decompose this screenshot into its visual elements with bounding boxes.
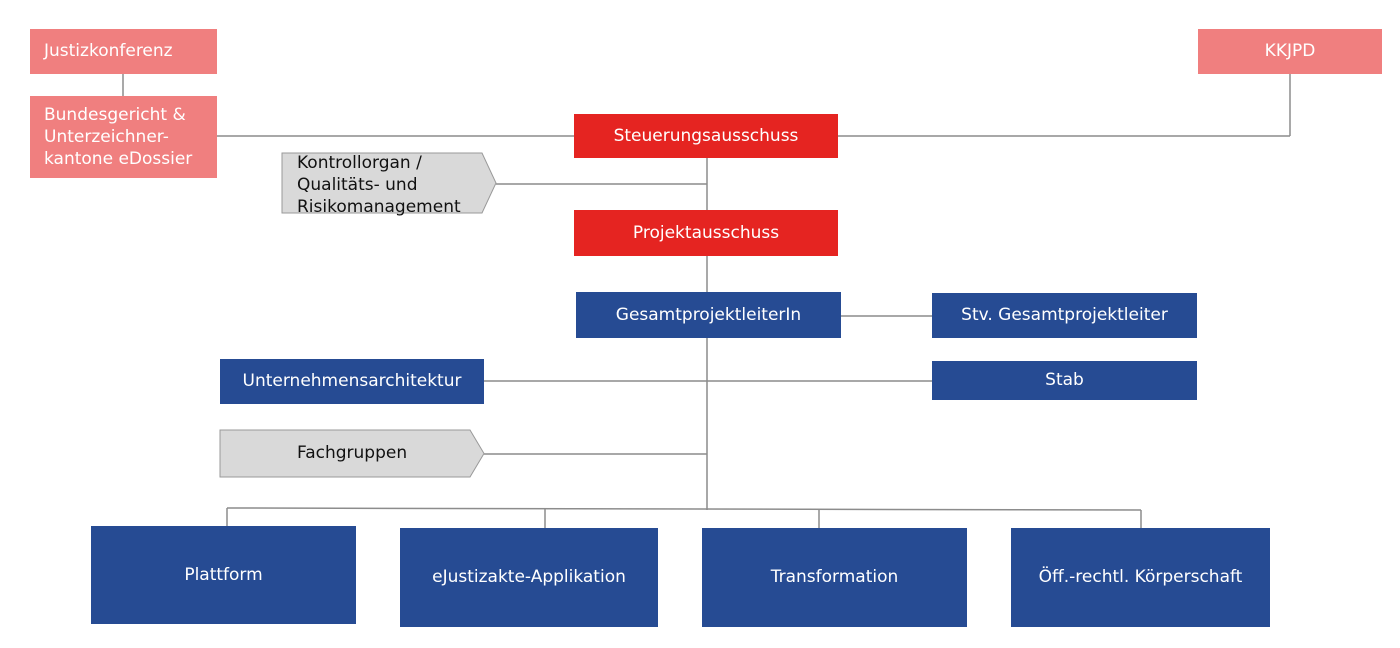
- bundesgericht-label: Bundesgericht & Unterzeichner- kantone e…: [44, 104, 193, 170]
- kontrollorgan-label: Kontrollorgan / Qualitäts- und Risikoman…: [297, 153, 461, 218]
- gesamtprojektleiterin-label: GesamtprojektleiterIn: [615, 304, 802, 325]
- transformation-box: Transformation: [702, 528, 967, 627]
- justizkonferenz-label: Justizkonferenz: [44, 41, 173, 62]
- kontrollorgan-shape: Kontrollorgan / Qualitäts- und Risikoman…: [281, 152, 497, 217]
- stab-label: Stab: [1045, 370, 1084, 391]
- projektausschuss-box: Projektausschuss: [574, 210, 838, 256]
- kkjpd-box: KKJPD: [1198, 29, 1382, 74]
- ejustizakte-label: eJustizakte-Applikation: [432, 567, 626, 588]
- plattform-box: Plattform: [91, 526, 356, 624]
- transformation-label: Transformation: [770, 567, 899, 588]
- ejustizakte-box: eJustizakte-Applikation: [400, 528, 658, 627]
- koerperschaft-box: Öff.-rechtl. Körperschaft: [1011, 528, 1270, 627]
- kkjpd-label: KKJPD: [1264, 41, 1316, 62]
- stv-gesamtprojektleiter-label: Stv. Gesamtprojektleiter: [961, 305, 1168, 326]
- projektausschuss-label: Projektausschuss: [632, 222, 780, 243]
- fachgruppen-label: Fachgruppen: [297, 443, 408, 463]
- justizkonferenz-box: Justizkonferenz: [30, 29, 217, 74]
- bundesgericht-box: Bundesgericht & Unterzeichner- kantone e…: [30, 96, 217, 178]
- plattform-label: Plattform: [184, 564, 263, 585]
- steuerungsausschuss-label: Steuerungsausschuss: [613, 125, 799, 146]
- stv-gesamtprojektleiter-box: Stv. Gesamtprojektleiter: [932, 293, 1197, 338]
- gesamtprojektleiterin-box: GesamtprojektleiterIn: [576, 292, 841, 338]
- steuerungsausschuss-box: Steuerungsausschuss: [574, 114, 838, 158]
- fachgruppen-shape: Fachgruppen: [219, 429, 485, 478]
- unternehmensarchitektur-label: Unternehmensarchitektur: [242, 371, 462, 392]
- stab-box: Stab: [932, 361, 1197, 400]
- koerperschaft-label: Öff.-rechtl. Körperschaft: [1038, 567, 1243, 588]
- unternehmensarchitektur-box: Unternehmensarchitektur: [220, 359, 484, 404]
